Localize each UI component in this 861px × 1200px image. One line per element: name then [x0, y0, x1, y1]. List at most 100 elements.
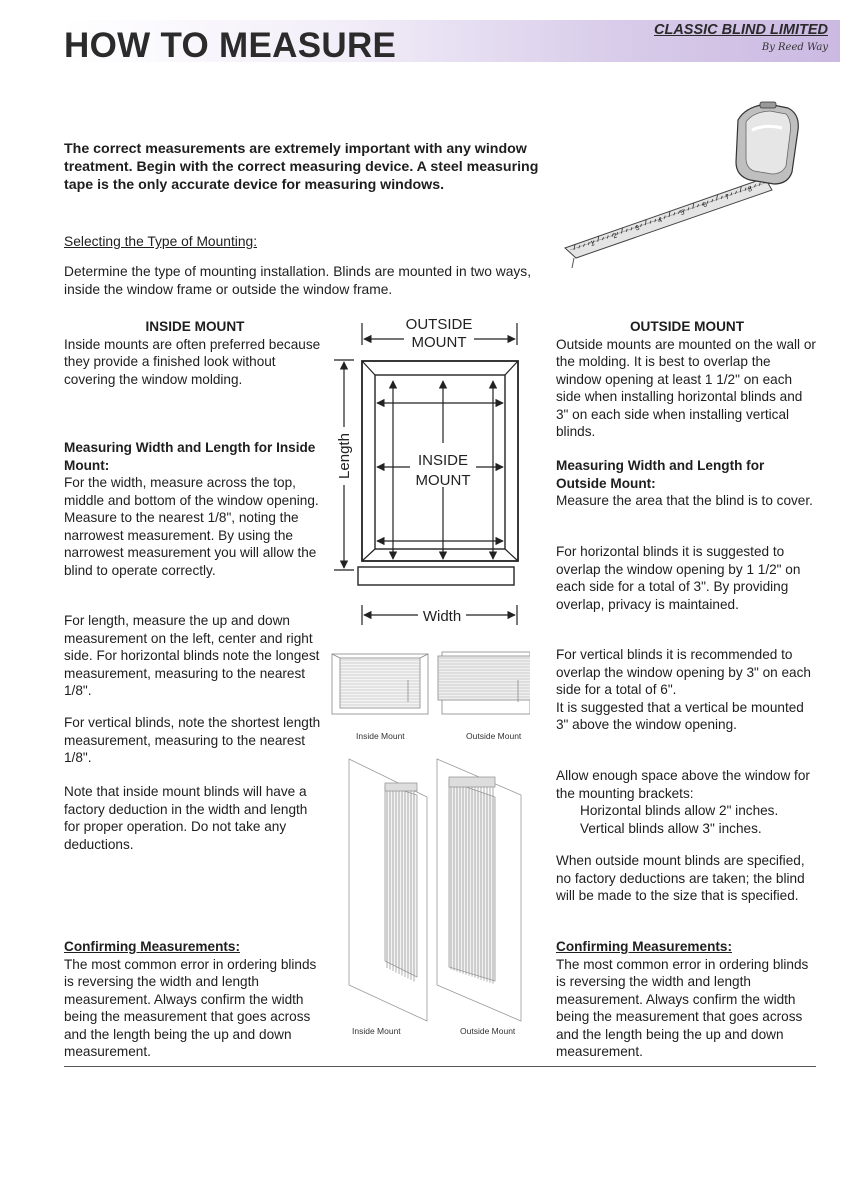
tape-number: 8	[747, 186, 753, 194]
inside-confirm-text: The most common error in ordering blinds…	[64, 956, 317, 1060]
inside-confirm-heading: Confirming Measurements:	[64, 939, 240, 954]
tape-tick	[663, 215, 666, 219]
tape-tick	[758, 182, 761, 186]
outside-horizontal-text: For horizontal blinds it is suggested to…	[556, 544, 801, 612]
tape-tick	[739, 186, 742, 193]
outside-vertical-text-2: It is suggested that a vertical be mount…	[556, 699, 804, 733]
tape-tick	[692, 202, 695, 209]
outside-space-vertical: Vertical blinds allow 3" inches.	[580, 820, 762, 836]
tape-number: 2	[612, 232, 618, 240]
tape-tick	[682, 208, 685, 213]
tape-tick	[659, 217, 661, 221]
caption-horizontal-inside: Inside Mount	[356, 731, 405, 741]
tape-tick	[744, 187, 747, 191]
inside-mount-intro: Inside mounts are often preferred becaus…	[64, 336, 321, 387]
outside-mount-label-2: MOUNT	[412, 334, 467, 351]
tape-tick	[687, 207, 690, 211]
outside-deduction-text: When outside mount blinds are specified,…	[556, 853, 805, 903]
outside-mount-heading: OUTSIDE MOUNT	[629, 319, 745, 334]
width-label: Width	[423, 608, 461, 625]
tape-number: 3	[635, 225, 641, 233]
inside-mount-label-2: MOUNT	[416, 472, 471, 489]
tape-tick	[616, 232, 619, 236]
outside-space-text: Allow enough space above the window for …	[556, 768, 810, 801]
tape-number: 6	[702, 201, 708, 209]
outside-vertical-text-1: For vertical blinds it is recommended to…	[556, 647, 811, 697]
tape-tick	[678, 210, 680, 214]
caption-vertical-outside: Outside Mount	[460, 1026, 516, 1036]
horizontal-blinds-illustration	[331, 651, 530, 715]
tape-tick	[716, 194, 718, 201]
outside-mount-section: OUTSIDE MOUNT Outside mounts are mounted…	[556, 318, 818, 441]
inside-confirm-section: Confirming Measurements: The most common…	[64, 938, 326, 1061]
tape-tick	[644, 219, 647, 226]
tape-tick	[606, 235, 609, 239]
inside-note-text: Note that inside mount blinds will have …	[64, 784, 308, 852]
tape-tick	[635, 225, 638, 229]
tape-tick	[621, 227, 623, 234]
mount-diagram: OUTSIDE MOUNT INSIDE MOUNT Width Length	[334, 316, 519, 625]
brand-name: CLASSIC BLIND LIMITED	[654, 22, 828, 38]
tape-tick	[583, 243, 585, 247]
tape-tick	[592, 240, 595, 244]
tape-tick	[654, 218, 657, 223]
page-title: HOW TO MEASURE	[64, 26, 397, 65]
tape-tick	[578, 245, 581, 249]
inside-vertical-text: For vertical blinds, note the shortest l…	[64, 715, 321, 765]
tape-tick	[611, 233, 614, 237]
intro-paragraph: The correct measurements are extremely i…	[64, 141, 539, 193]
outside-mount-intro: Outside mounts are mounted on the wall o…	[556, 336, 816, 440]
vertical-blinds-illustration	[348, 758, 522, 1022]
inside-measure-heading: Measuring Width and Length for Inside Mo…	[64, 440, 316, 473]
tape-tick	[725, 194, 728, 198]
caption-horizontal-outside: Outside Mount	[466, 731, 522, 741]
tape-tick	[630, 227, 633, 231]
tape-number: 1	[590, 240, 596, 248]
outside-measure-text: Measure the area that the blind is to co…	[556, 493, 813, 508]
outside-space-section: Allow enough space above the window for …	[556, 767, 818, 837]
tape-tick	[754, 184, 756, 188]
tape-tick	[697, 203, 699, 208]
selecting-body: Determine the type of mounting installat…	[64, 264, 532, 297]
outside-confirm-heading: Confirming Measurements:	[556, 939, 732, 954]
bottom-rule	[64, 1066, 816, 1067]
header-banner	[60, 20, 840, 62]
outside-measure-heading: Measuring Width and Length for Outside M…	[556, 458, 765, 491]
tape-tick	[701, 202, 704, 206]
tape-tick	[720, 195, 723, 199]
tape-number: 5	[680, 209, 686, 217]
tape-tick	[602, 236, 604, 241]
inside-measure-section: Measuring Width and Length for Inside Mo…	[64, 439, 326, 579]
length-label: Length	[336, 433, 353, 479]
selecting-heading: Selecting the Type of Mounting:	[64, 234, 258, 249]
tape-number: 4	[657, 217, 663, 225]
tape-tick	[706, 200, 709, 204]
tape-tick	[649, 220, 652, 224]
inside-width-text: For the width, measure across the top, m…	[64, 475, 319, 578]
inside-mount-heading: INSIDE MOUNT	[145, 319, 245, 334]
caption-vertical-inside: Inside Mount	[352, 1026, 401, 1036]
outside-measure-section: Measuring Width and Length for Outside M…	[556, 457, 818, 510]
tape-tick	[749, 185, 752, 190]
tape-tick	[625, 228, 628, 232]
outside-vertical-section: For vertical blinds it is recommended to…	[556, 646, 818, 734]
tape-number: 7	[725, 194, 731, 202]
tape-tick	[735, 190, 737, 195]
inside-mount-label-1: INSIDE	[418, 452, 468, 469]
tape-measure-illustration: 1 2 3 4 5 6 7 8	[564, 101, 799, 269]
tape-tick	[573, 243, 576, 251]
tape-tick	[730, 192, 733, 196]
tape-tick	[640, 223, 642, 228]
tape-tick	[711, 199, 714, 203]
tape-tick	[673, 212, 676, 216]
tape-tick	[668, 210, 671, 218]
outside-mount-label-1: OUTSIDE	[406, 316, 473, 333]
tape-tick	[597, 235, 600, 242]
inside-length-text: For length, measure the up and down meas…	[64, 613, 320, 698]
outside-confirm-section: Confirming Measurements: The most common…	[556, 938, 818, 1061]
outside-space-horizontal: Horizontal blinds allow 2" inches.	[580, 803, 779, 818]
inside-mount-section: INSIDE MOUNT Inside mounts are often pre…	[64, 318, 326, 388]
outside-confirm-text: The most common error in ordering blinds…	[556, 956, 809, 1060]
brand-tagline: By Reed Way	[761, 42, 828, 53]
tape-tick	[587, 241, 590, 246]
